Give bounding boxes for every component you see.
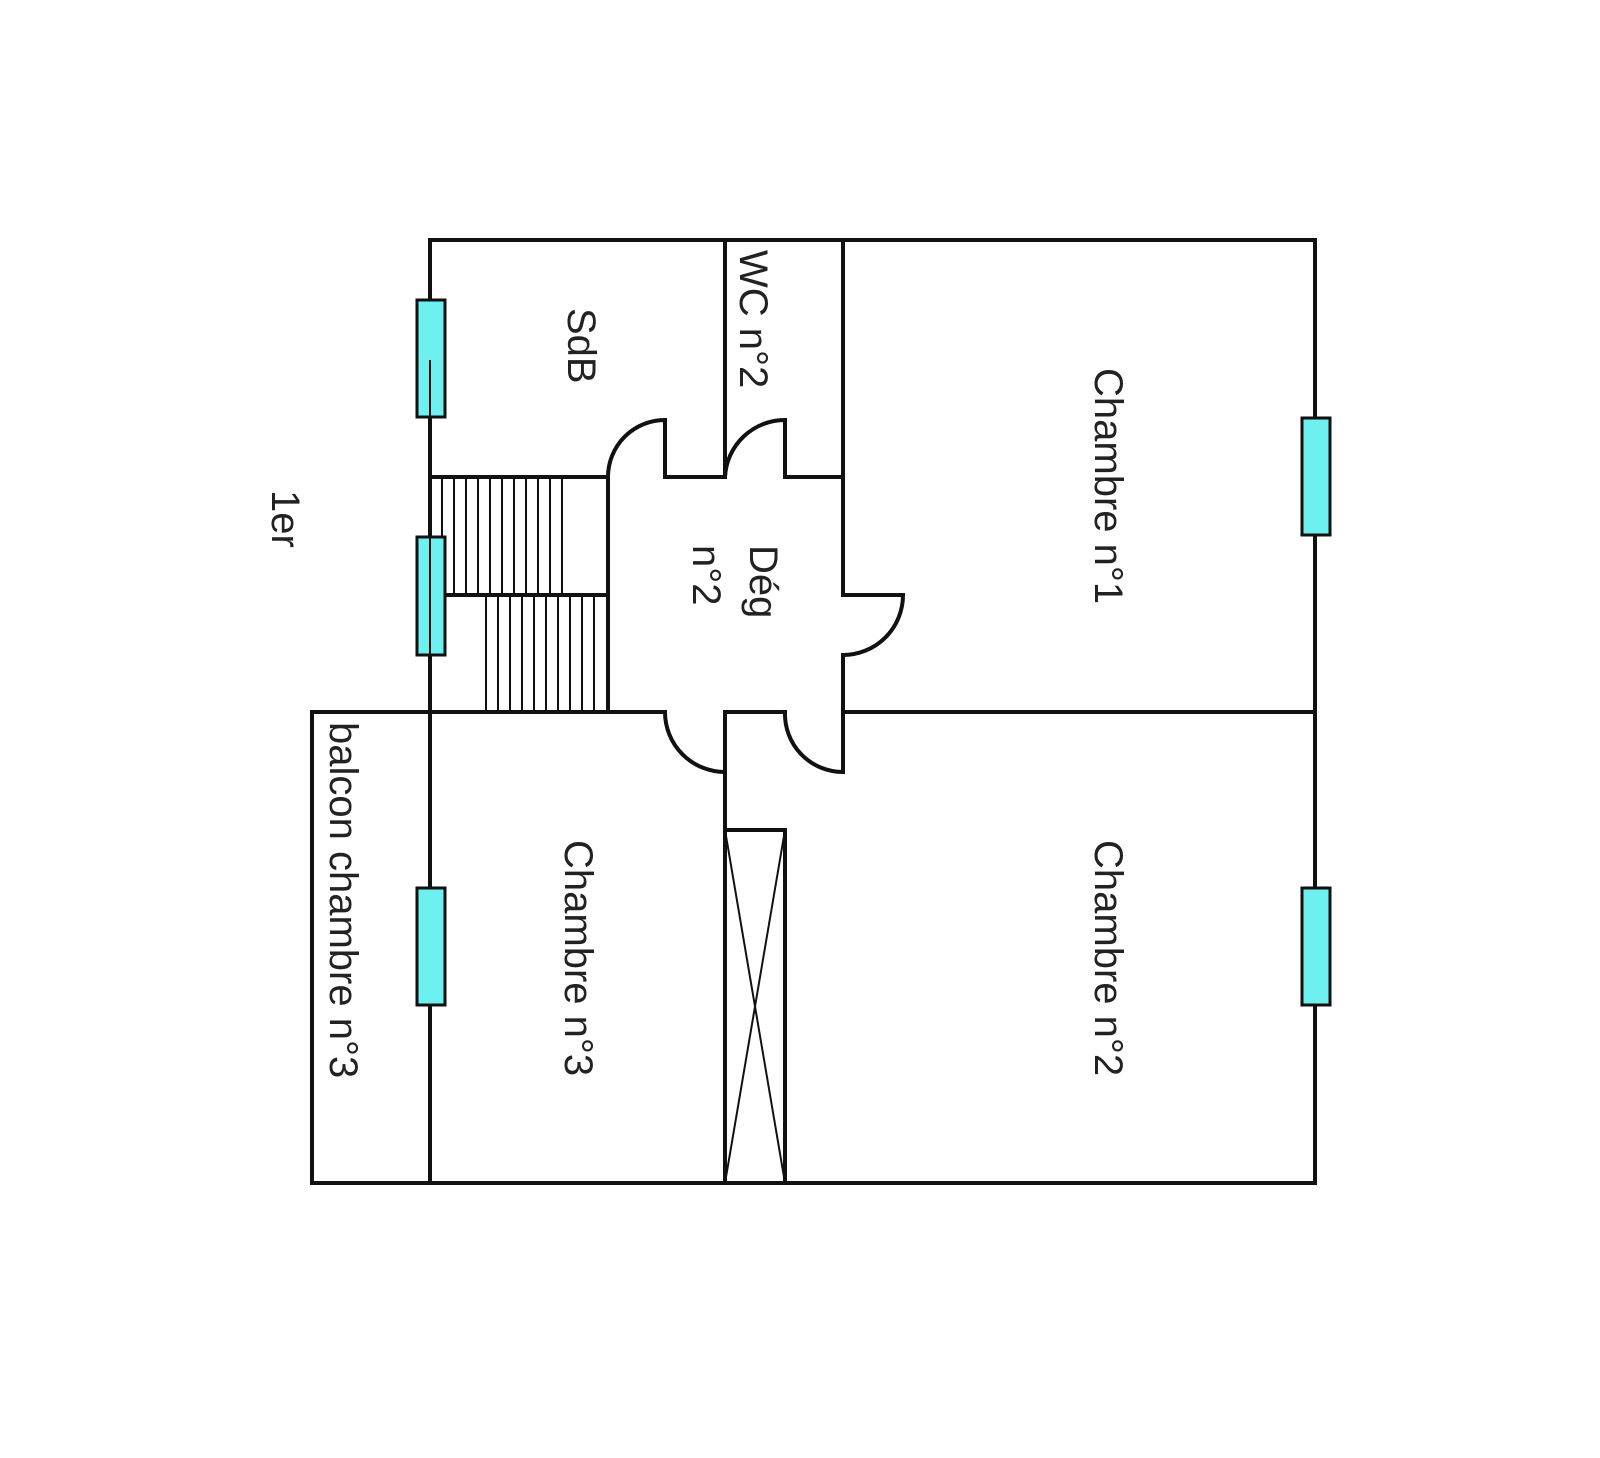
label-deg-number: n°2	[684, 545, 728, 606]
staircase	[428, 477, 610, 712]
door-sdb	[605, 417, 667, 480]
label-chambre3: Chambre n°3	[556, 840, 600, 1076]
window-chambre2	[1300, 886, 1332, 1007]
label-wc: WC n°2	[731, 250, 775, 388]
label-chambre2: Chambre n°2	[1086, 840, 1130, 1076]
door-chambre3	[662, 709, 727, 775]
labels: 1er SdB WC n°2 Dég n°2 Chambre n°1 Chamb…	[263, 250, 1130, 1078]
door-wc	[722, 417, 787, 480]
label-chambre1: Chambre n°1	[1086, 368, 1130, 604]
door-chambre2	[782, 709, 845, 775]
closet	[723, 828, 787, 1185]
window-chambre3	[415, 886, 447, 1007]
floor-label: 1er	[263, 490, 307, 548]
label-deg: Dég	[741, 545, 785, 618]
doors	[605, 417, 906, 775]
window-chambre1	[1300, 416, 1332, 537]
walls	[310, 238, 1317, 1185]
label-sdb: SdB	[559, 308, 603, 384]
windows	[415, 298, 1332, 1007]
label-balcon: balcon chambre n°3	[321, 722, 365, 1078]
door-chambre1	[840, 593, 906, 658]
